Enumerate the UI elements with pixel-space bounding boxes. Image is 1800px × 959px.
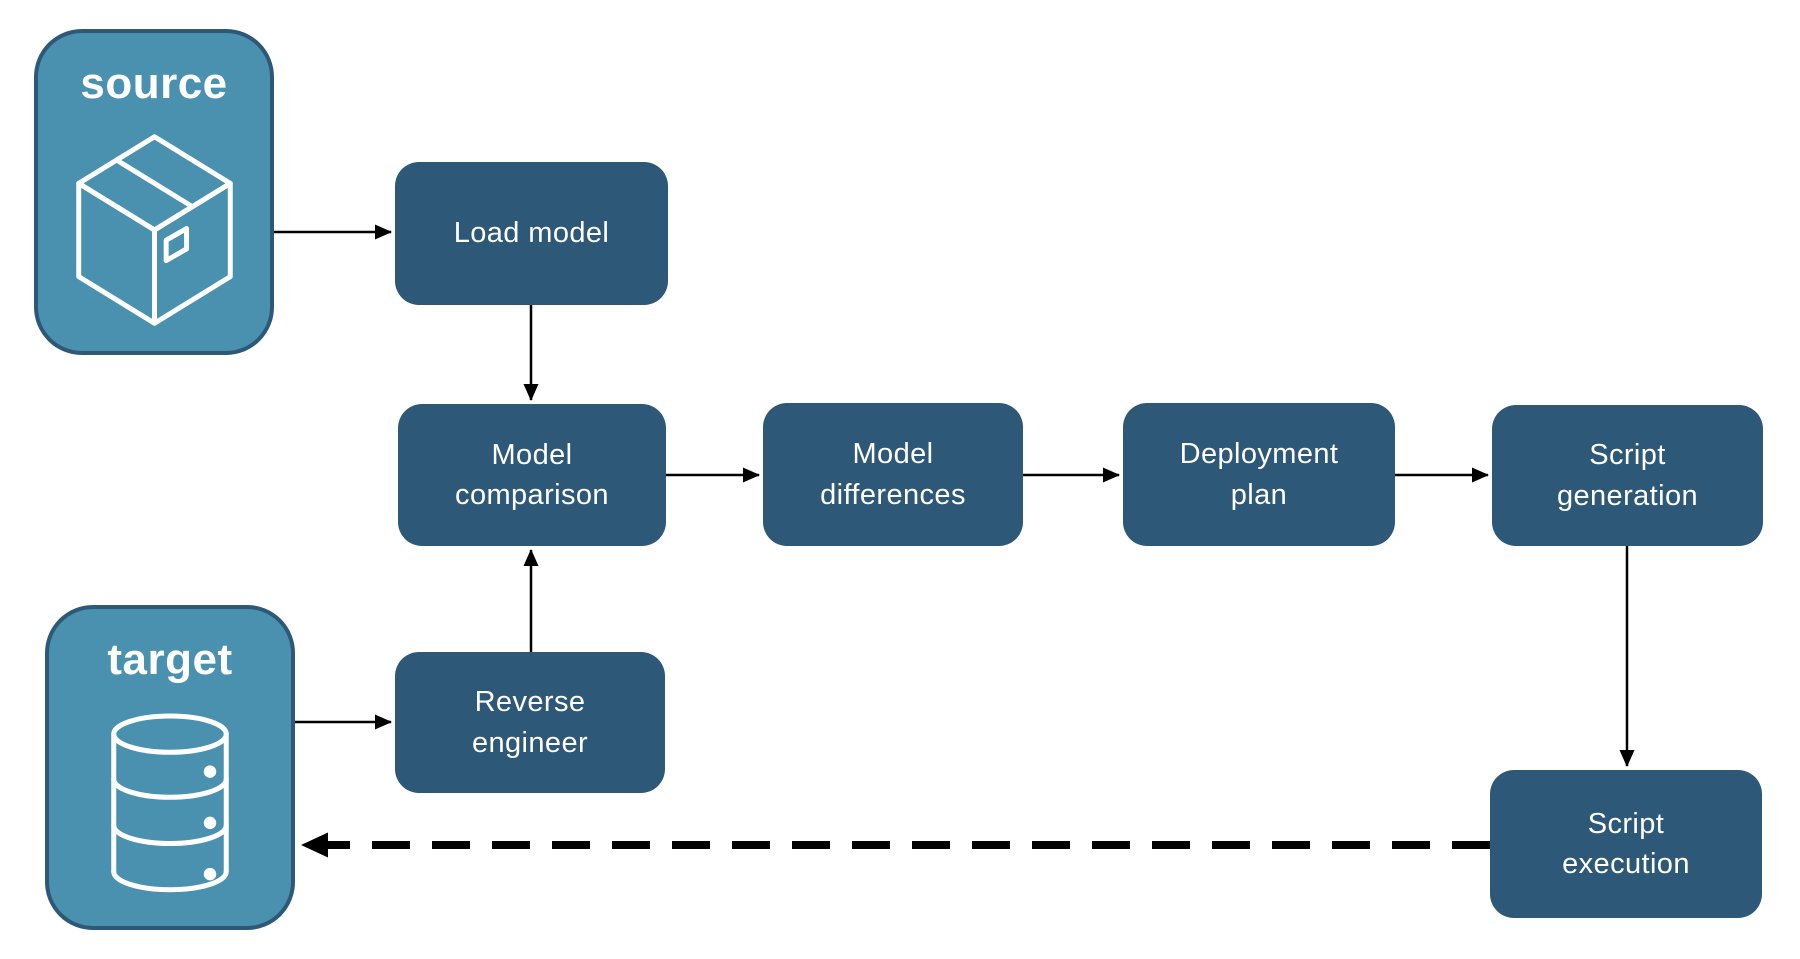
node-script-generation: Script generation [1492,405,1763,546]
node-script-execution-label: Script execution [1562,807,1690,880]
database-icon [49,685,291,926]
node-reverse-engineer: Reverse engineer [395,652,665,793]
node-reverse-engineer-label: Reverse engineer [471,686,589,759]
node-model-differences-label: Model differences [820,438,966,511]
node-script-execution: Script execution [1490,770,1762,918]
node-deployment-plan-label: Deployment plan [1179,438,1339,511]
package-icon [38,109,270,351]
node-load-model-label: Load model [453,217,610,250]
endpoint-target: target [45,605,295,930]
node-script-generation-label: Script generation [1556,439,1699,512]
endpoint-source: source [34,29,274,355]
node-deployment-plan: Deployment plan [1123,403,1395,546]
target-label: target [107,635,233,684]
node-model-comparison: Model comparison [398,404,666,546]
node-model-differences: Model differences [763,403,1023,546]
source-label: source [80,59,228,108]
node-load-model: Load model [395,162,668,305]
node-model-comparison-label: Model comparison [455,438,609,511]
